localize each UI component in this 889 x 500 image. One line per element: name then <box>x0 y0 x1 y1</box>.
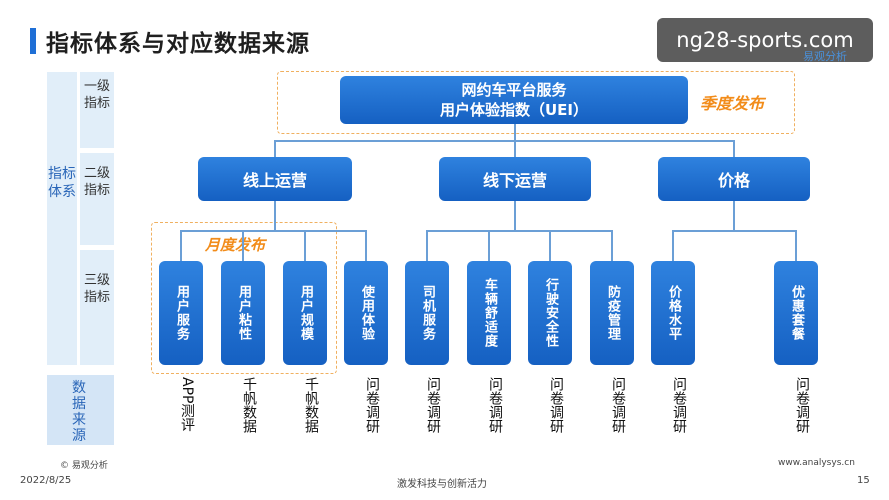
sidebar-level2-bg <box>80 153 114 245</box>
connector-online-bar <box>180 230 366 232</box>
quarterly-release-label: 季度发布 <box>700 94 765 113</box>
connector-price-bar <box>672 230 796 232</box>
data-source-9: 问卷调研 <box>671 377 687 433</box>
level3-box-user-service: 用户服务 <box>159 261 203 365</box>
sidebar-data-source-label: 数据来源 <box>72 380 86 444</box>
level2-box-online: 线上运营 <box>198 157 352 201</box>
watermark-badge: ng28-sports.com <box>657 18 873 62</box>
connector-l3-5 <box>426 230 428 261</box>
level1-box-uei: 网约车平台服务 用户体验指数（UEI） <box>340 76 688 124</box>
connector-l3-6 <box>488 230 490 261</box>
data-source-2: 千帆数据 <box>241 377 257 433</box>
level3-box-user-scale: 用户规模 <box>283 261 327 365</box>
level3-box-user-stickiness: 用户粘性 <box>221 261 265 365</box>
level2-box-offline: 线下运营 <box>439 157 591 201</box>
connector-l3-8 <box>611 230 613 261</box>
sidebar-indicator-system-bg <box>47 72 77 365</box>
page-title: 指标体系与对应数据来源 <box>46 31 310 57</box>
connector-l3-3 <box>304 230 306 261</box>
level3-box-usage-experience: 使用体验 <box>344 261 388 365</box>
footer-date: 2022/8/25 <box>20 475 72 486</box>
data-source-7: 问卷调研 <box>548 377 564 433</box>
title-accent-bar <box>30 28 36 54</box>
level2-box-price: 价格 <box>658 157 810 201</box>
connector-price-down <box>733 201 735 231</box>
connector-l3-10 <box>795 230 797 261</box>
connector-top-down <box>514 124 516 141</box>
logo-text: 易观分析 <box>803 50 847 63</box>
connector-l3-9 <box>672 230 674 261</box>
level3-box-driver-service: 司机服务 <box>405 261 449 365</box>
sidebar-level1-bg <box>80 72 114 148</box>
sidebar-data-source-bg <box>47 375 114 445</box>
page-number: 15 <box>857 475 870 486</box>
level1-line1: 网约车平台服务 <box>461 81 567 99</box>
data-source-8: 问卷调研 <box>610 377 626 433</box>
quarterly-release-group <box>277 71 795 134</box>
level3-box-price-level: 价格水平 <box>651 261 695 365</box>
data-source-10: 问卷调研 <box>794 377 810 433</box>
connector-l3-1 <box>180 230 182 261</box>
data-source-5: 问卷调研 <box>425 377 441 433</box>
connector-to-price <box>733 140 735 157</box>
connector-l3-2 <box>242 230 244 261</box>
data-source-6: 问卷调研 <box>487 377 503 433</box>
connector-l3-7 <box>549 230 551 261</box>
level3-box-epidemic-prevention: 防疫管理 <box>590 261 634 365</box>
data-source-1: APP测评 <box>179 377 195 432</box>
level3-box-vehicle-comfort: 车辆舒适度 <box>467 261 511 365</box>
connector-to-offline <box>514 140 516 157</box>
monthly-release-group <box>151 222 337 374</box>
monthly-release-label: 月度发布 <box>205 236 266 254</box>
level3-box-driving-safety: 行驶安全性 <box>528 261 572 365</box>
connector-to-online <box>274 140 276 157</box>
connector-level2-bar <box>274 140 734 142</box>
sidebar-level3-label: 三级指标 <box>83 273 110 305</box>
sidebar-level3-bg <box>80 250 114 365</box>
level1-line2: 用户体验指数（UEI） <box>439 101 588 119</box>
footer-copyright: © 易观分析 <box>60 461 108 471</box>
sidebar-indicator-system-label: 指标体系 <box>48 166 76 200</box>
connector-offline-bar <box>426 230 612 232</box>
data-source-4: 问卷调研 <box>364 377 380 433</box>
footer-slogan: 激发科技与创新活力 <box>397 479 487 490</box>
level3-box-discount-package: 优惠套餐 <box>774 261 818 365</box>
connector-online-down <box>274 201 276 231</box>
data-source-3: 千帆数据 <box>303 377 319 433</box>
footer-website: www.analysys.cn <box>778 458 855 468</box>
sidebar-level2-label: 二级指标 <box>83 166 110 198</box>
connector-l3-4 <box>365 230 367 261</box>
sidebar-level1-label: 一级指标 <box>83 79 110 111</box>
connector-offline-down <box>514 201 516 231</box>
